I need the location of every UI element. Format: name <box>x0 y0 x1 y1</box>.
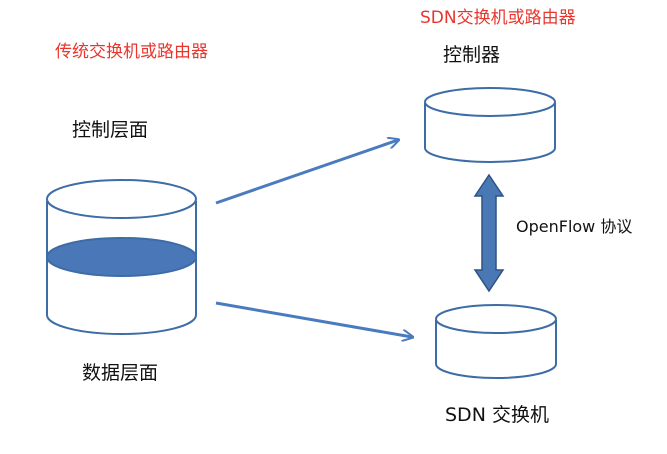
openflow-protocol-label: OpenFlow 协议 <box>516 217 633 236</box>
data-to-switch-arrow-icon <box>215 301 412 337</box>
sdn-device-heading: SDN交换机或路由器 <box>420 8 576 28</box>
control-plane-label: 控制层面 <box>72 119 149 141</box>
control-to-controller-arrow-icon <box>215 140 398 205</box>
openflow-double-arrow-icon <box>473 173 505 293</box>
controller-cylinder-icon <box>424 87 556 163</box>
traditional-device-cylinder-icon <box>46 179 197 335</box>
middle-layer-disc <box>46 237 197 277</box>
traditional-device-heading: 传统交换机或路由器 <box>55 42 208 62</box>
controller-label: 控制器 <box>443 44 501 66</box>
sdn-switch-label: SDN 交换机 <box>445 404 549 426</box>
data-plane-label: 数据层面 <box>82 362 159 384</box>
sdn-switch-cylinder-icon <box>435 304 557 379</box>
